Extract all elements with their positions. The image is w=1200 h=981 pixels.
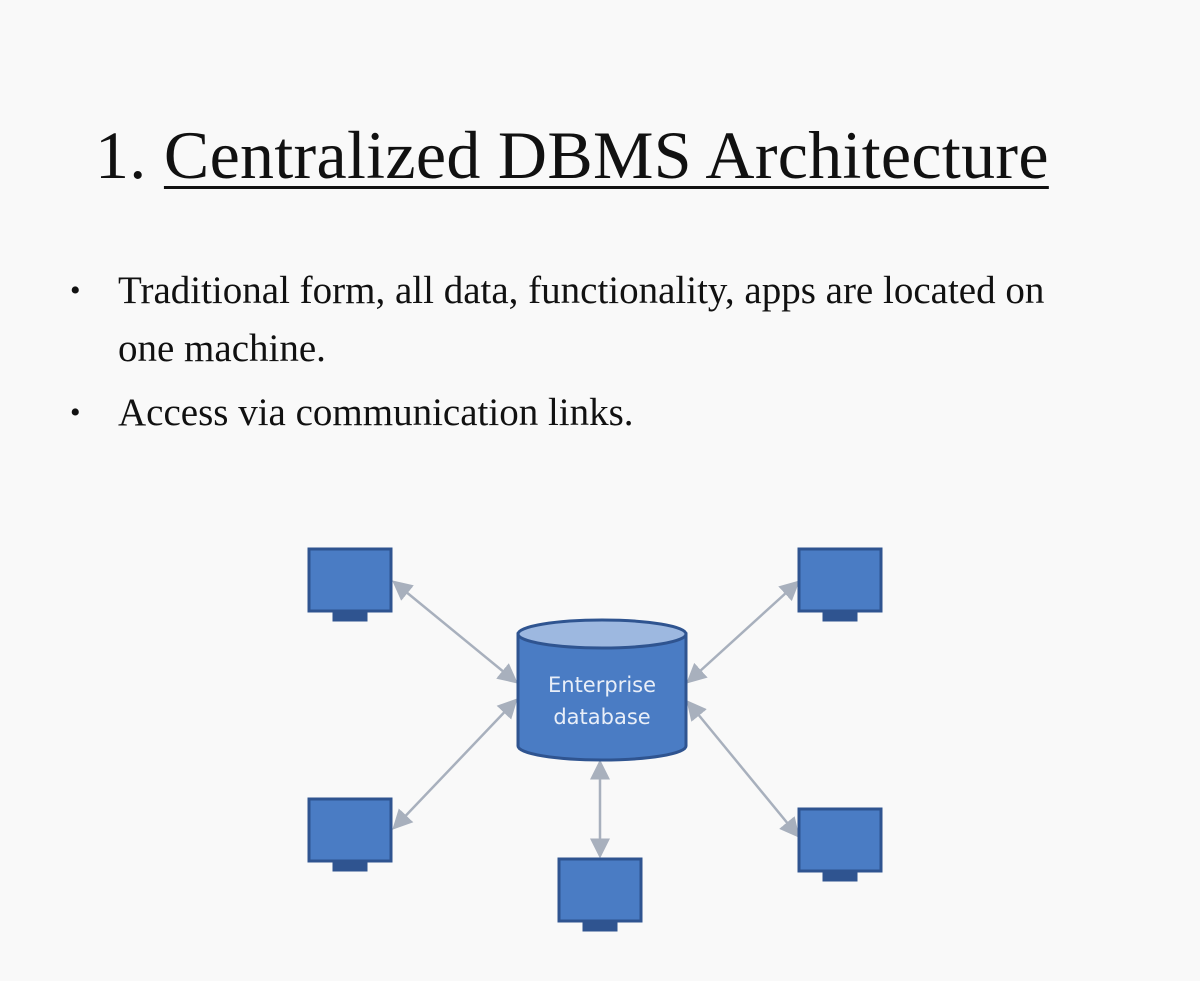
- title-text: Centralized DBMS Architecture: [163, 117, 1049, 193]
- link-arrow: [686, 580, 800, 684]
- database-node: Enterprise database: [516, 618, 688, 762]
- database-label-line2: database: [553, 705, 650, 729]
- bullet-text: Access via communication links.: [118, 391, 634, 434]
- bullet-item: • Access via communication links.: [70, 384, 1078, 442]
- client-monitor-icon: [797, 807, 883, 882]
- link-arrow: [686, 700, 800, 838]
- bullet-icon: •: [70, 274, 81, 307]
- bullet-item: • Traditional form, all data, functionali…: [70, 262, 1078, 378]
- slide-title: 1. Centralized DBMS Architecture: [95, 116, 1049, 195]
- bullet-text: Traditional form, all data, functionalit…: [118, 269, 1045, 370]
- client-monitor-icon: [307, 547, 393, 622]
- link-arrow: [392, 580, 518, 684]
- link-arrow: [392, 698, 518, 830]
- bullet-icon: •: [70, 396, 81, 429]
- client-monitor-icon: [557, 857, 643, 932]
- client-monitor-icon: [797, 547, 883, 622]
- client-monitor-icon: [307, 797, 393, 872]
- bullet-list: • Traditional form, all data, functionali…: [70, 262, 1078, 442]
- title-number: 1.: [95, 117, 147, 193]
- database-label-line1: Enterprise: [548, 673, 656, 697]
